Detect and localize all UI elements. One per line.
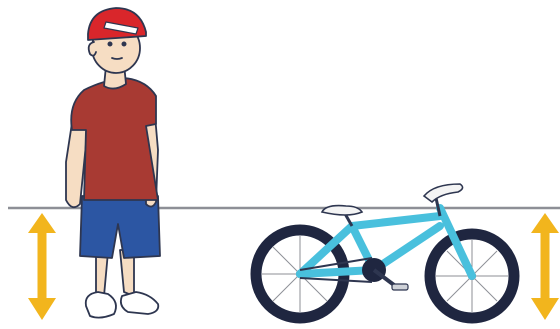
- child-right-shoe: [121, 292, 158, 314]
- pedal-icon: [392, 284, 408, 290]
- seat-icon: [322, 206, 362, 215]
- child-mouth: [112, 58, 122, 59]
- right-height-arrow-icon: [531, 213, 559, 320]
- child-figure: [66, 8, 160, 318]
- left-height-arrow-icon: [28, 213, 56, 320]
- child-eye-right: [122, 42, 125, 45]
- handlebar-icon: [424, 184, 463, 202]
- child-left-shoe: [86, 292, 116, 318]
- bicycle: [256, 184, 514, 318]
- child-eye-left: [108, 42, 111, 45]
